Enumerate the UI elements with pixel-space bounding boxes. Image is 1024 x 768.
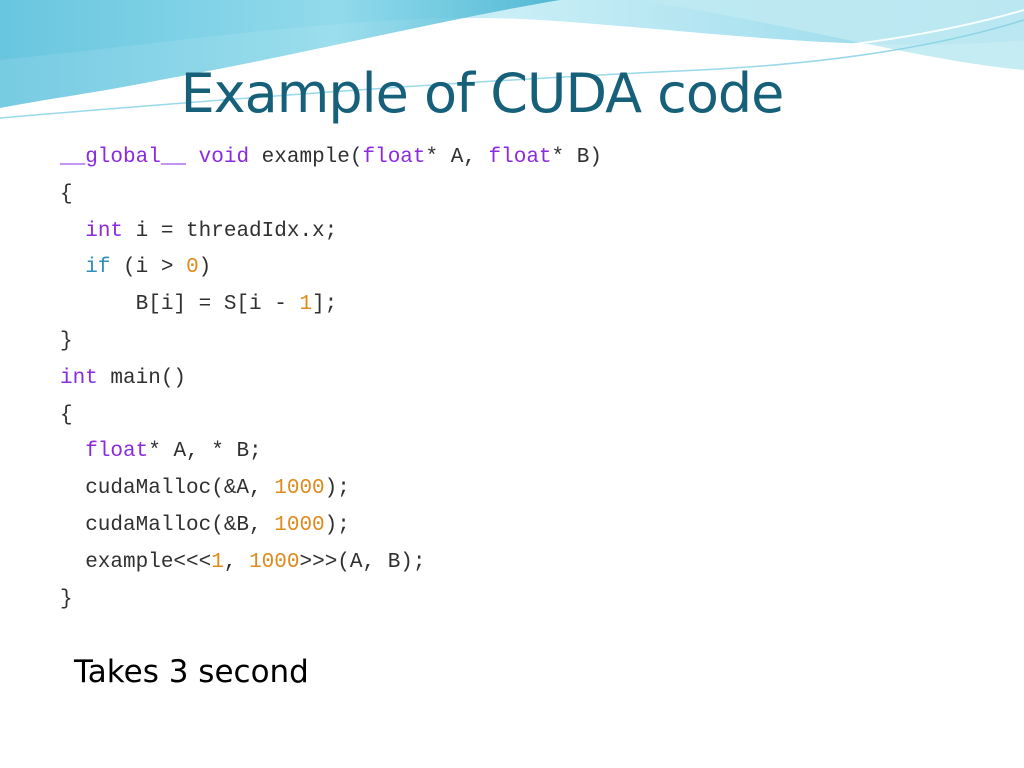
code-line: cudaMalloc(&A, 1000); bbox=[60, 471, 602, 508]
code-token-kw: int bbox=[60, 366, 98, 390]
code-token-plain: } bbox=[60, 329, 73, 353]
code-token-plain: i = threadIdx.x; bbox=[123, 219, 338, 243]
code-token-plain: } bbox=[60, 587, 73, 611]
code-line: } bbox=[60, 582, 602, 619]
code-token-num: 1000 bbox=[274, 477, 325, 501]
code-token-plain: , bbox=[223, 550, 250, 574]
code-line: { bbox=[60, 398, 602, 435]
wave-mid bbox=[0, 0, 560, 108]
code-token-plain: main() bbox=[97, 366, 187, 390]
code-line: __global__ void example(float* A, float*… bbox=[60, 140, 602, 177]
code-line: cudaMalloc(&B, 1000); bbox=[60, 508, 602, 545]
code-token-kw: void bbox=[198, 146, 250, 169]
footnote-text: Takes 3 second bbox=[74, 654, 309, 690]
code-block: __global__ void example(float* A, float*… bbox=[60, 140, 602, 618]
code-token-plain: (i > bbox=[110, 256, 187, 280]
code-token-num: 1 bbox=[211, 550, 224, 574]
code-token-plain: { bbox=[60, 182, 73, 206]
wave-line-1 bbox=[0, 9, 1024, 111]
code-token-num: 1000 bbox=[249, 550, 300, 574]
code-token-plain: ); bbox=[324, 477, 350, 501]
code-token-plain: example<<< bbox=[60, 550, 212, 574]
code-line: float* A, * B; bbox=[60, 434, 602, 471]
code-token-kw: float bbox=[362, 146, 426, 169]
wave-right bbox=[640, 0, 1024, 70]
code-token-plain: cudaMalloc(&A, bbox=[60, 477, 275, 501]
code-token-ctrl: if bbox=[85, 256, 111, 280]
code-line: B[i] = S[i - 1]; bbox=[60, 287, 602, 324]
code-token-plain bbox=[60, 256, 85, 279]
code-token-plain: >>>(A, B); bbox=[299, 550, 426, 574]
code-token-plain: * B) bbox=[551, 146, 602, 169]
code-token-kw: float bbox=[85, 440, 149, 464]
wave-line-2 bbox=[0, 19, 1024, 119]
code-token-plain: cudaMalloc(&B, bbox=[60, 513, 275, 537]
code-line: int main() bbox=[60, 361, 602, 398]
code-line: } bbox=[60, 324, 602, 361]
code-line: int i = threadIdx.x; bbox=[60, 214, 602, 251]
code-token-plain: ) bbox=[198, 256, 212, 280]
code-token-plain bbox=[60, 220, 85, 243]
code-line: if (i > 0) bbox=[60, 250, 602, 287]
code-token-num: 0 bbox=[186, 256, 199, 280]
code-token-plain: * A, * B; bbox=[148, 440, 262, 464]
code-token-kw: float bbox=[488, 146, 552, 169]
code-token-plain bbox=[60, 440, 85, 463]
code-line: { bbox=[60, 177, 602, 214]
code-token-kw: __global__ bbox=[60, 146, 187, 169]
code-token-plain: { bbox=[60, 403, 73, 427]
code-token-plain: ); bbox=[324, 513, 350, 537]
header-wave-decoration bbox=[0, 0, 1024, 119]
code-token-num: 1 bbox=[299, 293, 313, 317]
code-token-num: 1000 bbox=[274, 513, 325, 537]
code-token-plain: * A, bbox=[425, 146, 489, 169]
code-token-plain: ]; bbox=[312, 293, 338, 317]
code-line: example<<<1, 1000>>>(A, B); bbox=[60, 545, 602, 582]
code-token-plain: B[i] = S[i - bbox=[60, 293, 300, 317]
code-token-plain bbox=[186, 146, 199, 169]
code-token-plain: example( bbox=[249, 146, 363, 169]
slide-title: Example of CUDA code bbox=[180, 62, 785, 125]
code-token-kw: int bbox=[85, 219, 124, 243]
